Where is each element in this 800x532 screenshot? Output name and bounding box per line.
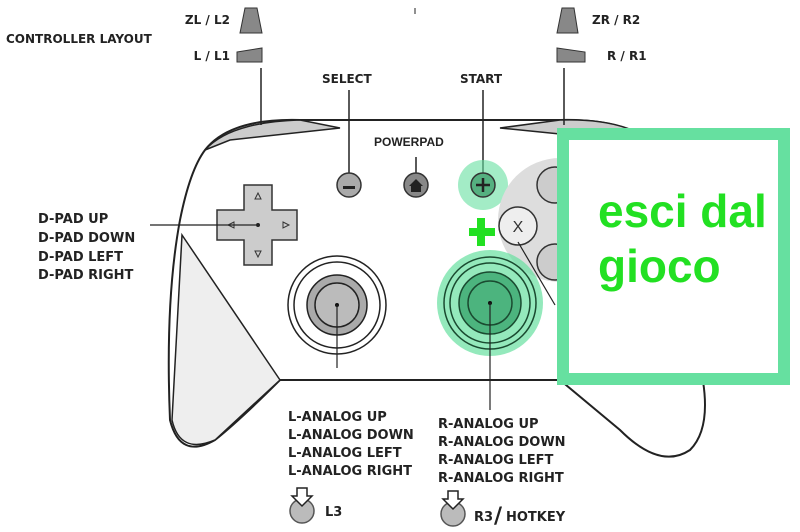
dpad-up-label: D-PAD UP — [38, 212, 108, 227]
select-label: SELECT — [322, 72, 372, 86]
l-label: L / L1 — [194, 49, 230, 63]
r3-press-icon — [440, 490, 466, 527]
l3-press-icon — [289, 487, 315, 524]
zl-trigger-icon — [239, 7, 263, 34]
l-analog-up-label: L-ANALOG UP — [288, 410, 387, 425]
dpad-right-icon — [282, 221, 291, 229]
r-analog-left-label: R-ANALOG LEFT — [438, 453, 554, 468]
left-grip-shade — [171, 232, 281, 446]
green-plus-icon — [469, 218, 495, 246]
dpad-down-label: D-PAD DOWN — [38, 231, 135, 246]
home-icon — [409, 179, 423, 192]
dpad-up-icon — [254, 191, 262, 200]
select-button[interactable] — [336, 172, 362, 198]
dpad-down-icon — [254, 250, 262, 259]
dpad-right-label: D-PAD RIGHT — [38, 268, 134, 283]
zl-label: ZL / L2 — [185, 13, 230, 27]
dpad[interactable] — [216, 184, 298, 266]
minus-icon — [343, 186, 355, 189]
home-button[interactable] — [403, 172, 429, 198]
powerpad-label: POWERPAD — [374, 135, 444, 149]
r-label: R / R1 — [607, 49, 647, 63]
dpad-left-label: D-PAD LEFT — [38, 250, 123, 265]
r-analog-right-label: R-ANALOG RIGHT — [438, 471, 564, 486]
l-analog-left-label: L-ANALOG LEFT — [288, 446, 402, 461]
plus-icon — [476, 178, 490, 192]
header-title: CONTROLLER LAYOUT — [6, 32, 153, 46]
exit-game-callout: esci dal gioco — [557, 128, 790, 385]
x-button-label: X — [513, 219, 524, 236]
x-button[interactable]: X — [498, 206, 538, 246]
callout-line2: gioco — [598, 240, 721, 292]
r-analog-down-label: R-ANALOG DOWN — [438, 435, 566, 450]
l-bumper-icon — [236, 47, 263, 63]
left-bumper-shape — [204, 119, 341, 151]
callout-line1: esci dal — [598, 185, 767, 237]
l3-label: L3 — [325, 505, 342, 520]
r-bumper-icon — [556, 47, 586, 63]
start-button[interactable] — [470, 172, 496, 198]
hotkey-label: HOTKEY — [506, 510, 566, 525]
start-label: START — [460, 72, 503, 86]
r-analog-up-label: R-ANALOG UP — [438, 417, 539, 432]
l-analog-down-label: L-ANALOG DOWN — [288, 428, 414, 443]
zr-trigger-icon — [556, 7, 579, 34]
r3-label: R3 — [474, 510, 493, 525]
r3-separator: / — [494, 504, 503, 529]
zr-label: ZR / R2 — [592, 13, 640, 27]
l-analog-right-label: L-ANALOG RIGHT — [288, 464, 412, 479]
